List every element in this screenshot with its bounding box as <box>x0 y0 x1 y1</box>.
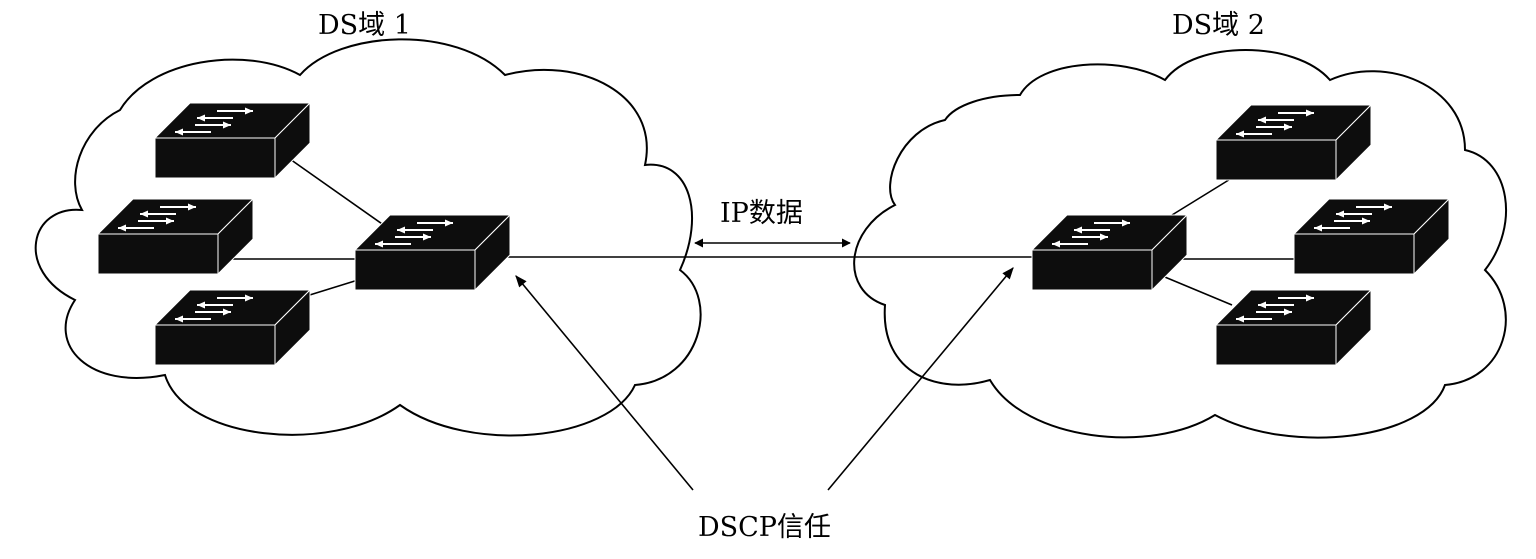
dscp-pointer-left <box>515 275 694 491</box>
domain-2-title: DS域 2 <box>1172 10 1265 41</box>
switches-layer <box>96 101 1451 367</box>
dscp-trust-label: DSCP信任 <box>698 512 831 543</box>
switch-arrows-icon <box>175 294 253 323</box>
ip-data-label: IP数据 <box>720 198 803 229</box>
domain-2-switch-bottom-network-switch-icon <box>1214 288 1373 367</box>
switch-arrows-icon <box>375 219 453 248</box>
switch-arrows-icon <box>175 107 253 136</box>
dscp-pointer-right <box>827 267 1014 491</box>
domain-2-switch-top-network-switch-icon <box>1214 103 1373 182</box>
domain-1-switch-bottom-network-switch-icon <box>153 288 312 367</box>
domain-2-switch-middle-network-switch-icon <box>1292 197 1451 276</box>
switch-arrows-icon <box>1052 219 1130 248</box>
switch-arrows-icon <box>1236 109 1314 138</box>
switch-arrows-icon <box>1314 203 1392 232</box>
domain-1-switch-middle-network-switch-icon <box>96 197 255 276</box>
domain-1-title: DS域 1 <box>318 10 411 41</box>
switch-arrows-icon <box>1236 294 1314 323</box>
domain-2-switch-core-network-switch-icon <box>1030 213 1189 292</box>
domain-1-switch-top-network-switch-icon <box>153 101 312 180</box>
domain-1-switch-core-network-switch-icon <box>353 213 512 292</box>
switch-arrows-icon <box>118 203 196 232</box>
